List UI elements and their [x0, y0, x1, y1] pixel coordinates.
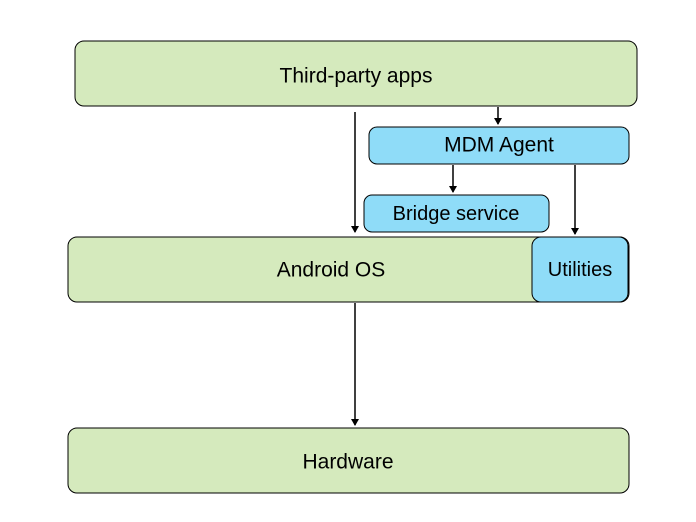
mdm-agent-box: MDM Agent — [368, 126, 630, 165]
utilities-label: Utilities — [548, 259, 612, 281]
android-os-box: Android OS — [67, 236, 630, 303]
mdm-agent-label: MDM Agent — [444, 134, 554, 157]
hardware-rect — [67, 427, 630, 494]
android-os-rect — [67, 236, 630, 303]
bridge-service-label: Bridge service — [393, 203, 520, 225]
utilities-rect — [531, 236, 629, 303]
third-party-apps-rect — [74, 40, 638, 107]
bridge-service-rect — [363, 194, 550, 233]
mdm-agent-rect — [368, 126, 630, 165]
hardware-box: Hardware — [67, 427, 630, 494]
hardware-label: Hardware — [302, 451, 393, 474]
third-party-apps-label: Third-party apps — [280, 65, 433, 88]
third-party-apps-box: Third-party apps — [74, 40, 638, 107]
android-os-label: Android OS — [277, 259, 386, 282]
bridge-service-box: Bridge service — [363, 194, 550, 233]
utilities-box: Utilities — [531, 236, 629, 303]
